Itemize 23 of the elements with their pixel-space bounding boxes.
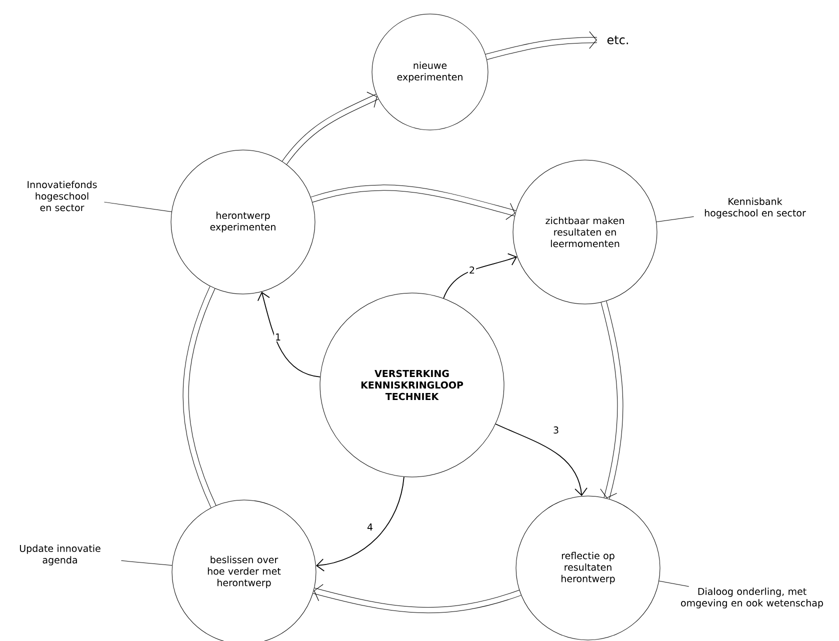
edge-label: 4 [366,522,374,532]
leader-line [120,560,172,566]
hollow-arrow [313,584,522,614]
hollow-arrow [600,301,624,499]
hollow-arrow [486,31,597,60]
hollow-arrow [310,184,516,220]
annotation-text: Dialoog onderling, met omgeving en ook wetenschap [681,588,823,608]
leader-line [104,202,172,212]
annotation-text: Update innovatie agenda [20,544,100,566]
arrow [443,253,518,299]
hollow-band [182,286,216,508]
leader-line [656,216,694,222]
arrow [316,476,404,572]
continuation-text: etc. [607,36,628,44]
arrow [495,424,588,496]
edge-label: 2 [468,265,476,275]
edge-label: 3 [552,425,560,435]
hollow-arrow [282,92,378,165]
edge-label: 1 [274,332,282,342]
annotation-text: Kennisbank hogeschool en sector [704,198,806,218]
annotation-text: Innovatiefonds hogeschool en sector [28,180,97,212]
leader-line [658,580,690,587]
arrow [257,292,321,378]
